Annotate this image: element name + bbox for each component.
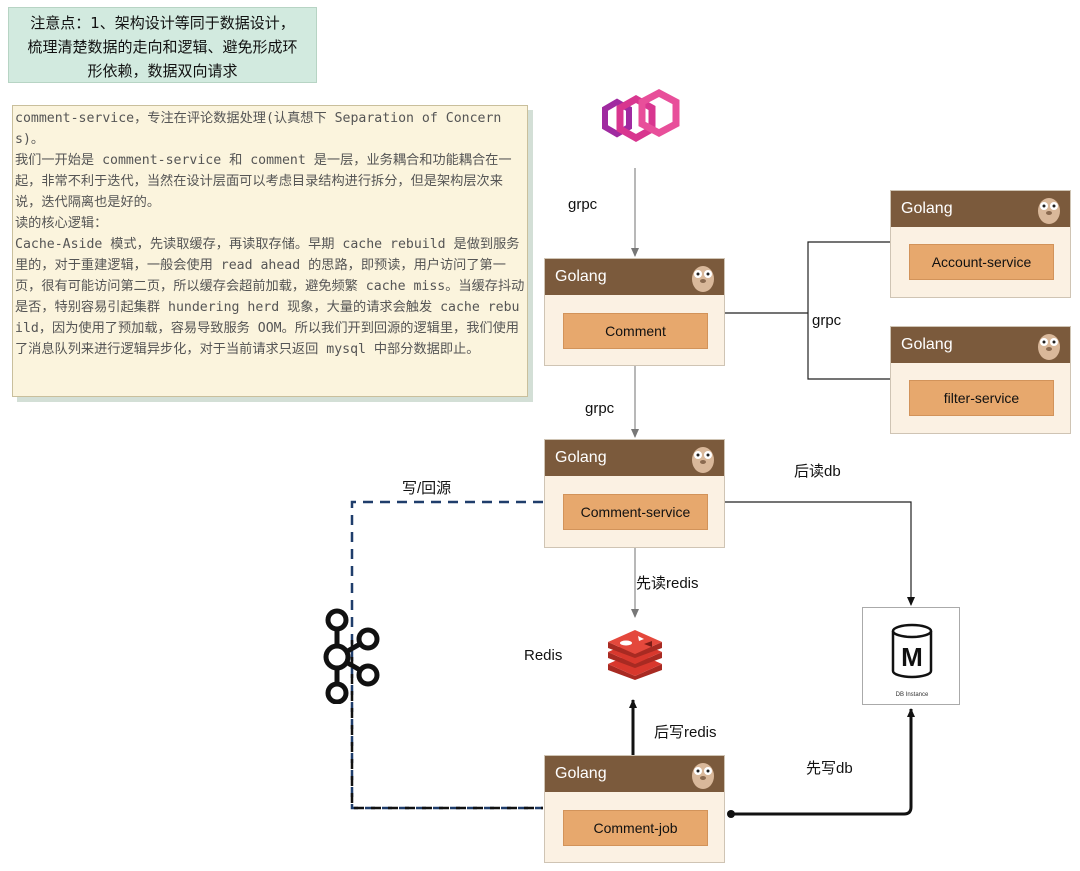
comment-box[interactable]: Golang Comment bbox=[544, 258, 725, 366]
account-service-box[interactable]: Golang Account-service bbox=[890, 190, 1071, 298]
gopher-icon bbox=[692, 763, 714, 789]
comment-box-header: Golang bbox=[545, 259, 724, 295]
db-letter: M bbox=[901, 642, 923, 672]
write-redis-later-label: 后写redis bbox=[654, 724, 717, 741]
grpc-top-label: grpc bbox=[568, 196, 598, 213]
write-db-line bbox=[731, 708, 915, 816]
note-line-2: 梳理清楚数据的走向和逻辑、避免形成环 bbox=[27, 38, 298, 56]
note-line-3: 形依赖，数据双向请求 bbox=[87, 62, 238, 80]
backsource-dashed-line bbox=[350, 500, 543, 810]
note-line-1: 注意点：1、架构设计等同于数据设计， bbox=[30, 14, 295, 32]
gopher-icon bbox=[1038, 334, 1060, 360]
mysql-db-icon bbox=[891, 623, 933, 679]
write-db-first-label: 先写db bbox=[806, 760, 853, 777]
grpc-right-lines bbox=[725, 241, 890, 380]
comment-job-box-header: Golang bbox=[545, 756, 724, 792]
redis-label: Redis bbox=[524, 647, 563, 664]
gopher-icon bbox=[692, 447, 714, 473]
read-db-line bbox=[725, 501, 915, 606]
comment-service-box[interactable]: Golang Comment-service bbox=[544, 439, 725, 548]
envoy-logo-icon bbox=[602, 89, 680, 143]
db-caption: DB Instance bbox=[895, 692, 929, 698]
comment-job-box[interactable]: Golang Comment-job bbox=[544, 755, 725, 863]
description-panel: comment-service，专注在评论数据处理(认真想下 Separatio… bbox=[12, 105, 528, 397]
read-db-later-label: 后读db bbox=[794, 463, 841, 480]
grpc-mid-label: grpc bbox=[585, 400, 615, 417]
redis-logo-icon bbox=[608, 630, 662, 680]
design-note: 注意点：1、架构设计等同于数据设计， 梳理清楚数据的走向和逻辑、避免形成环 形依… bbox=[8, 7, 317, 83]
gopher-icon bbox=[692, 266, 714, 292]
account-service-box-header: Golang bbox=[891, 191, 1070, 227]
account-service-label: Account-service bbox=[909, 244, 1054, 280]
comment-service-box-header: Golang bbox=[545, 440, 724, 476]
grpc-right-label: grpc bbox=[812, 312, 842, 329]
comment-service-label: Comment-service bbox=[563, 494, 708, 530]
gopher-icon bbox=[1038, 198, 1060, 224]
read-redis-first-label: 先读redis bbox=[636, 575, 699, 592]
comment-job-label: Comment-job bbox=[563, 810, 708, 846]
kafka-logo-icon bbox=[323, 608, 380, 704]
comment-label: Comment bbox=[563, 313, 708, 349]
filter-service-label: filter-service bbox=[909, 380, 1054, 416]
write-backsource-label: 写/回源 bbox=[402, 480, 452, 497]
db-instance[interactable]: M DB Instance bbox=[862, 607, 960, 705]
filter-service-box-header: Golang bbox=[891, 327, 1070, 363]
filter-service-box[interactable]: Golang filter-service bbox=[890, 326, 1071, 434]
backsource-dashed-bottom bbox=[350, 640, 543, 810]
